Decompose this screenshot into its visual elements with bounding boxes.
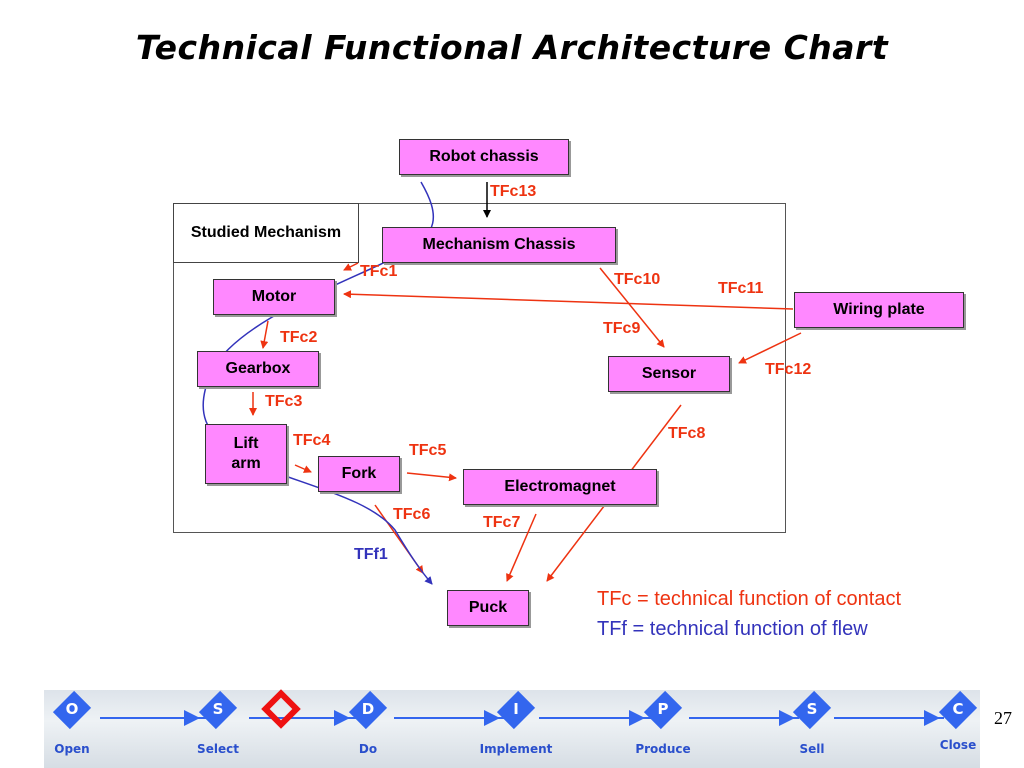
label-tfc12: TFc12 xyxy=(765,361,812,378)
studied-mechanism-frame xyxy=(173,203,786,533)
node-puck[interactable]: Puck xyxy=(447,590,529,626)
node-gearbox[interactable]: Gearbox xyxy=(197,351,319,387)
node-fork[interactable]: Fork xyxy=(318,456,400,492)
label-tfc6: TFc6 xyxy=(393,506,431,523)
label-tfc10: TFc10 xyxy=(614,271,661,288)
label-tfc11: TFc11 xyxy=(718,280,764,297)
nav-arrow-icon xyxy=(924,710,940,726)
label-tfc4: TFc4 xyxy=(293,432,331,449)
label-tfc2: TFc2 xyxy=(280,329,318,346)
label-tfc5: TFc5 xyxy=(409,442,447,459)
label-tfc3: TFc3 xyxy=(265,393,303,410)
label-tfc8: TFc8 xyxy=(668,425,706,442)
node-wiring-plate[interactable]: Wiring plate xyxy=(794,292,964,328)
node-mechanism-chassis[interactable]: Mechanism Chassis xyxy=(382,227,616,263)
label-tfc1: TFc1 xyxy=(360,263,398,280)
nav-connector xyxy=(100,717,220,719)
nav-connector xyxy=(689,717,799,719)
nav-arrow-icon xyxy=(484,710,500,726)
nav-connector xyxy=(539,717,659,719)
studied-mechanism-label: Studied Mechanism xyxy=(173,203,359,263)
nav-connector xyxy=(249,717,369,719)
slide-title: Technical Functional Architecture Chart xyxy=(135,28,889,67)
label-tfc9: TFc9 xyxy=(603,320,641,337)
nav-arrow-icon xyxy=(629,710,645,726)
node-electromagnet[interactable]: Electromagnet xyxy=(463,469,657,505)
nav-connector xyxy=(834,717,944,719)
nav-arrow-icon xyxy=(334,710,350,726)
label-tfc7: TFc7 xyxy=(483,514,521,531)
legend-contact: TFc = technical function of contact xyxy=(597,588,902,610)
legend-flow: TFf = technical function of flew xyxy=(597,618,868,640)
current-position-marker-icon xyxy=(261,689,301,729)
node-motor[interactable]: Motor xyxy=(213,279,335,315)
node-sensor[interactable]: Sensor xyxy=(608,356,730,392)
node-lift-arm[interactable]: Lift arm xyxy=(205,424,287,484)
page-number: 27 xyxy=(994,708,1012,728)
node-robot-chassis[interactable]: Robot chassis xyxy=(399,139,569,175)
label-tfc13: TFc13 xyxy=(490,183,537,200)
nav-arrow-icon xyxy=(779,710,795,726)
nav-arrow-icon xyxy=(184,710,200,726)
label-tff1: TFf1 xyxy=(354,546,388,563)
nav-connector xyxy=(394,717,514,719)
